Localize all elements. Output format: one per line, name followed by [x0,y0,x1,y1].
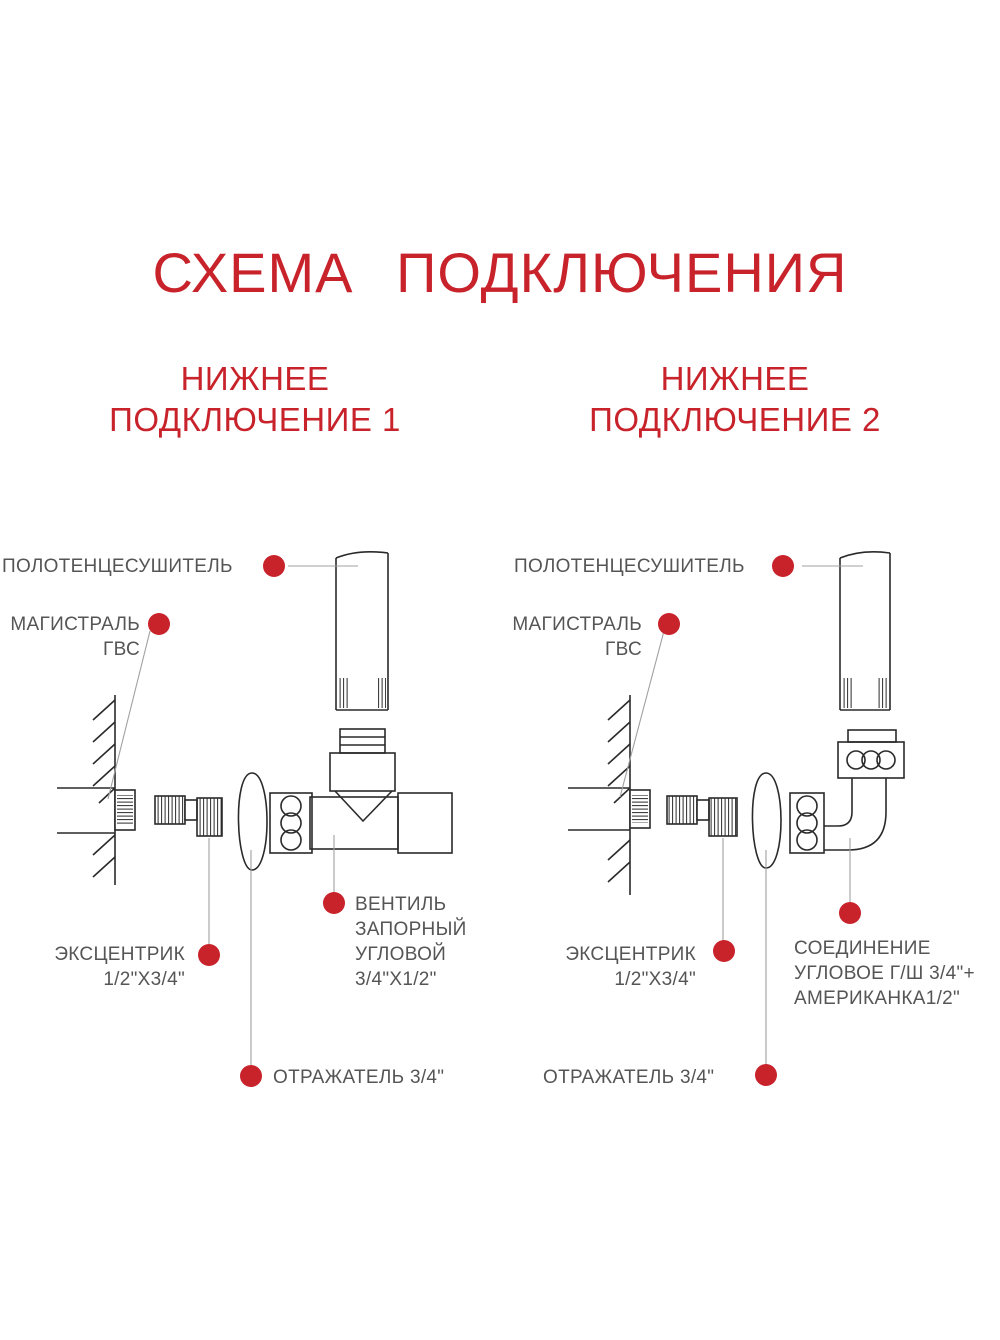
scheme-1-fitting-label: ВЕНТИЛЬ ЗАПОРНЫЙ УГЛОВОЙ 3/4"X1/2" [355,892,467,992]
scheme-1-heading-line-1: НИЖНЕЕ [180,360,330,397]
scheme-1-heading: НИЖНЕЕ ПОДКЛЮЧЕНИЕ 1 [15,358,495,440]
scheme-1-fitting-label-3: УГЛОВОЙ [355,944,447,965]
scheme-2-reflector-marker [755,1064,777,1086]
scheme-1-leaders [107,565,358,1075]
scheme-1-angle-valve [269,728,453,854]
scheme-2-towel-dryer-marker [772,555,794,577]
scheme-2-fitting-marker [839,902,861,924]
scheme-2-eccentric-label: ЭКСЦЕНТРИК 1/2"X3/4" [565,942,696,992]
scheme-2-main-pipe [568,787,651,831]
scheme-2-reflector-label: ОТРАЖАТЕЛЬ 3/4" [543,1067,715,1088]
scheme-1-main-line-label-1: МАГИСТРАЛЬ [10,614,140,635]
scheme-1-eccentric-label-2: 1/2"X3/4" [103,969,185,990]
scheme-1-main-pipe [57,787,136,834]
scheme-2-angle-fitting [789,729,905,854]
scheme-2-main-line-label-1: МАГИСТРАЛЬ [512,614,642,635]
scheme-2-heading-line-2: ПОДКЛЮЧЕНИЕ 2 [589,401,881,438]
scheme-1-towel-dryer-pipe [335,551,389,711]
scheme-1-main-line-label: МАГИСТРАЛЬ ГВС [10,612,140,662]
scheme-1-main-line-marker [148,613,170,635]
scheme-1-reflector-marker [240,1065,262,1087]
scheme-1-heading-line-2: ПОДКЛЮЧЕНИЕ 1 [109,401,401,438]
scheme-2-main-line-label-2: ГВС [605,639,642,660]
scheme-1-fitting-label-1: ВЕНТИЛЬ [355,894,447,915]
scheme-2-eccentric-label-1: ЭКСЦЕНТРИК [565,944,696,965]
scheme-2-fitting-label: СОЕДИНЕНИЕ УГЛОВОЕ Г/Ш 3/4"+ АМЕРИКАНКА1… [794,936,975,1011]
scheme-1-fitting-marker [323,892,345,914]
scheme-1-reflector-label: ОТРАЖАТЕЛЬ 3/4" [273,1067,445,1088]
scheme-1-eccentric-marker [198,944,220,966]
scheme-1-eccentric-label-1: ЭКСЦЕНТРИК [54,944,185,965]
scheme-2-towel-dryer-pipe [839,551,891,711]
scheme-1-fitting-label-4: 3/4"X1/2" [355,969,437,990]
scheme-2-drawing [568,551,905,1075]
scheme-1-eccentric-label: ЭКСЦЕНТРИК 1/2"X3/4" [54,942,185,992]
scheme-2-main-line-label: МАГИСТРАЛЬ ГВС [512,612,642,662]
page-title: СХЕМА ПОДКЛЮЧЕНИЯ [152,241,848,304]
scheme-1-towel-dryer-label: ПОЛОТЕНЦЕСУШИТЕЛЬ [2,556,233,577]
scheme-2-fitting-label-3: АМЕРИКАНКА1/2" [794,988,961,1009]
scheme-2-eccentric-label-2: 1/2"X3/4" [614,969,696,990]
scheme-2-fitting-label-1: СОЕДИНЕНИЕ [794,938,931,959]
scheme-2-main-line-marker [658,613,680,635]
scheme-2-wall [607,695,631,895]
scheme-2-fitting-label-2: УГЛОВОЕ Г/Ш 3/4"+ [794,963,975,984]
callout-markers [148,555,861,1087]
scheme-1-wall [92,695,116,885]
scheme-2-towel-dryer-label: ПОЛОТЕНЦЕСУШИТЕЛЬ [514,556,745,577]
scheme-1-eccentric [154,795,223,837]
scheme-1-main-line-label-2: ГВС [103,639,140,660]
scheme-2-eccentric-marker [713,940,735,962]
scheme-2-reflector [751,772,782,869]
scheme-2-heading-line-1: НИЖНЕЕ [660,360,810,397]
scheme-1-towel-dryer-marker [263,555,285,577]
scheme-2-eccentric [666,795,738,837]
scheme-2-heading: НИЖНЕЕ ПОДКЛЮЧЕНИЕ 2 [495,358,975,440]
scheme-1-fitting-label-2: ЗАПОРНЫЙ [355,919,467,940]
scheme-1-drawing [57,551,453,1075]
scheme-1-reflector [237,772,268,871]
scheme-2-leaders [619,565,863,1075]
